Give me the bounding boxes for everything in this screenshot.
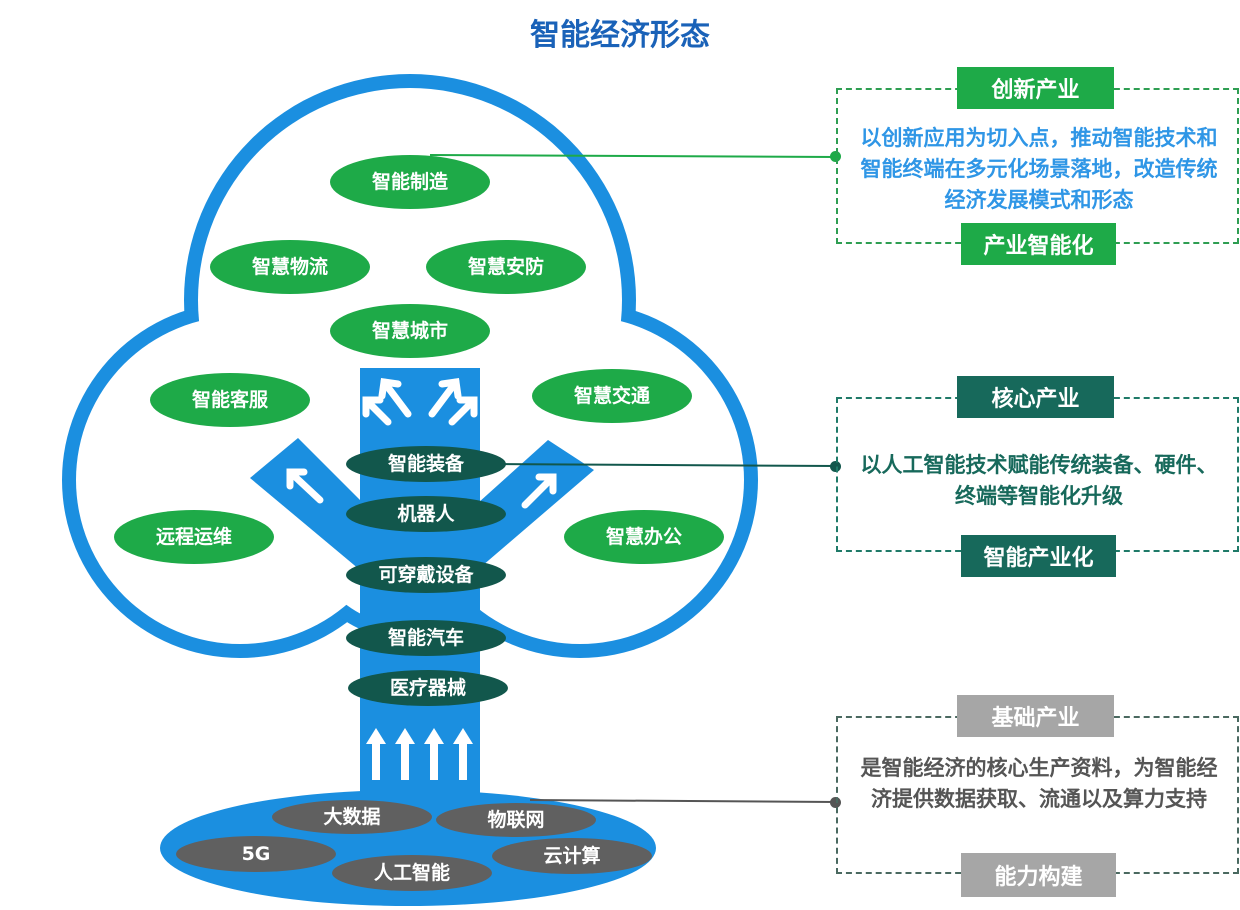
leaf-node: 智能客服 xyxy=(150,373,310,427)
left-branch xyxy=(250,438,372,580)
leaf-node: 智慧物流 xyxy=(210,240,370,294)
leaf-node: 智慧城市 xyxy=(330,304,490,358)
connector-line-2 xyxy=(489,463,837,467)
right-branch xyxy=(468,440,594,578)
trunk-node: 智能汽车 xyxy=(346,620,506,656)
trunk-node: 智能装备 xyxy=(346,446,506,482)
connector-dot xyxy=(830,797,841,808)
panel-bottom-label: 智能产业化 xyxy=(961,535,1116,577)
leaf-node: 智慧安防 xyxy=(426,240,586,294)
page-title: 智能经济形态 xyxy=(530,18,710,53)
panel-bottom-label: 产业智能化 xyxy=(961,223,1116,265)
leaf-node: 远程运维 xyxy=(114,510,274,564)
up-arrows xyxy=(366,728,473,780)
panel-bottom-label: 能力构建 xyxy=(961,853,1116,897)
panel-text: 以人工智能技术赋能传统装备、硬件、终端等智能化升级 xyxy=(860,453,1218,508)
branch-arrows xyxy=(286,468,557,509)
trunk-node: 可穿戴设备 xyxy=(346,557,506,593)
panel-top-label: 基础产业 xyxy=(957,695,1114,737)
panel-top-label: 核心产业 xyxy=(957,376,1114,418)
connector-line-3 xyxy=(529,799,837,803)
leaf-node: 智能制造 xyxy=(330,155,490,209)
leaf-node: 智慧交通 xyxy=(532,369,692,423)
connector-dot xyxy=(830,151,841,162)
panel-text: 以创新应用为切入点，推动智能技术和智能终端在多元化场景落地，改造传统经济发展模式… xyxy=(860,126,1218,212)
connector-line-1 xyxy=(429,154,837,158)
root-node: 物联网 xyxy=(436,803,596,837)
trunk-node: 机器人 xyxy=(346,496,506,532)
connector-dot xyxy=(830,461,841,472)
trunk-node: 医疗器械 xyxy=(348,670,508,706)
top-arrows xyxy=(362,378,478,426)
root-node: 云计算 xyxy=(492,838,652,874)
panel-top-label: 创新产业 xyxy=(957,67,1114,109)
root-node: 5G xyxy=(176,836,336,872)
leaf-node: 智慧办公 xyxy=(564,510,724,564)
panel-text: 是智能经济的核心生产资料，为智能经济提供数据获取、流通以及算力支持 xyxy=(860,756,1218,811)
root-node: 大数据 xyxy=(272,800,432,834)
root-node: 人工智能 xyxy=(332,855,492,891)
